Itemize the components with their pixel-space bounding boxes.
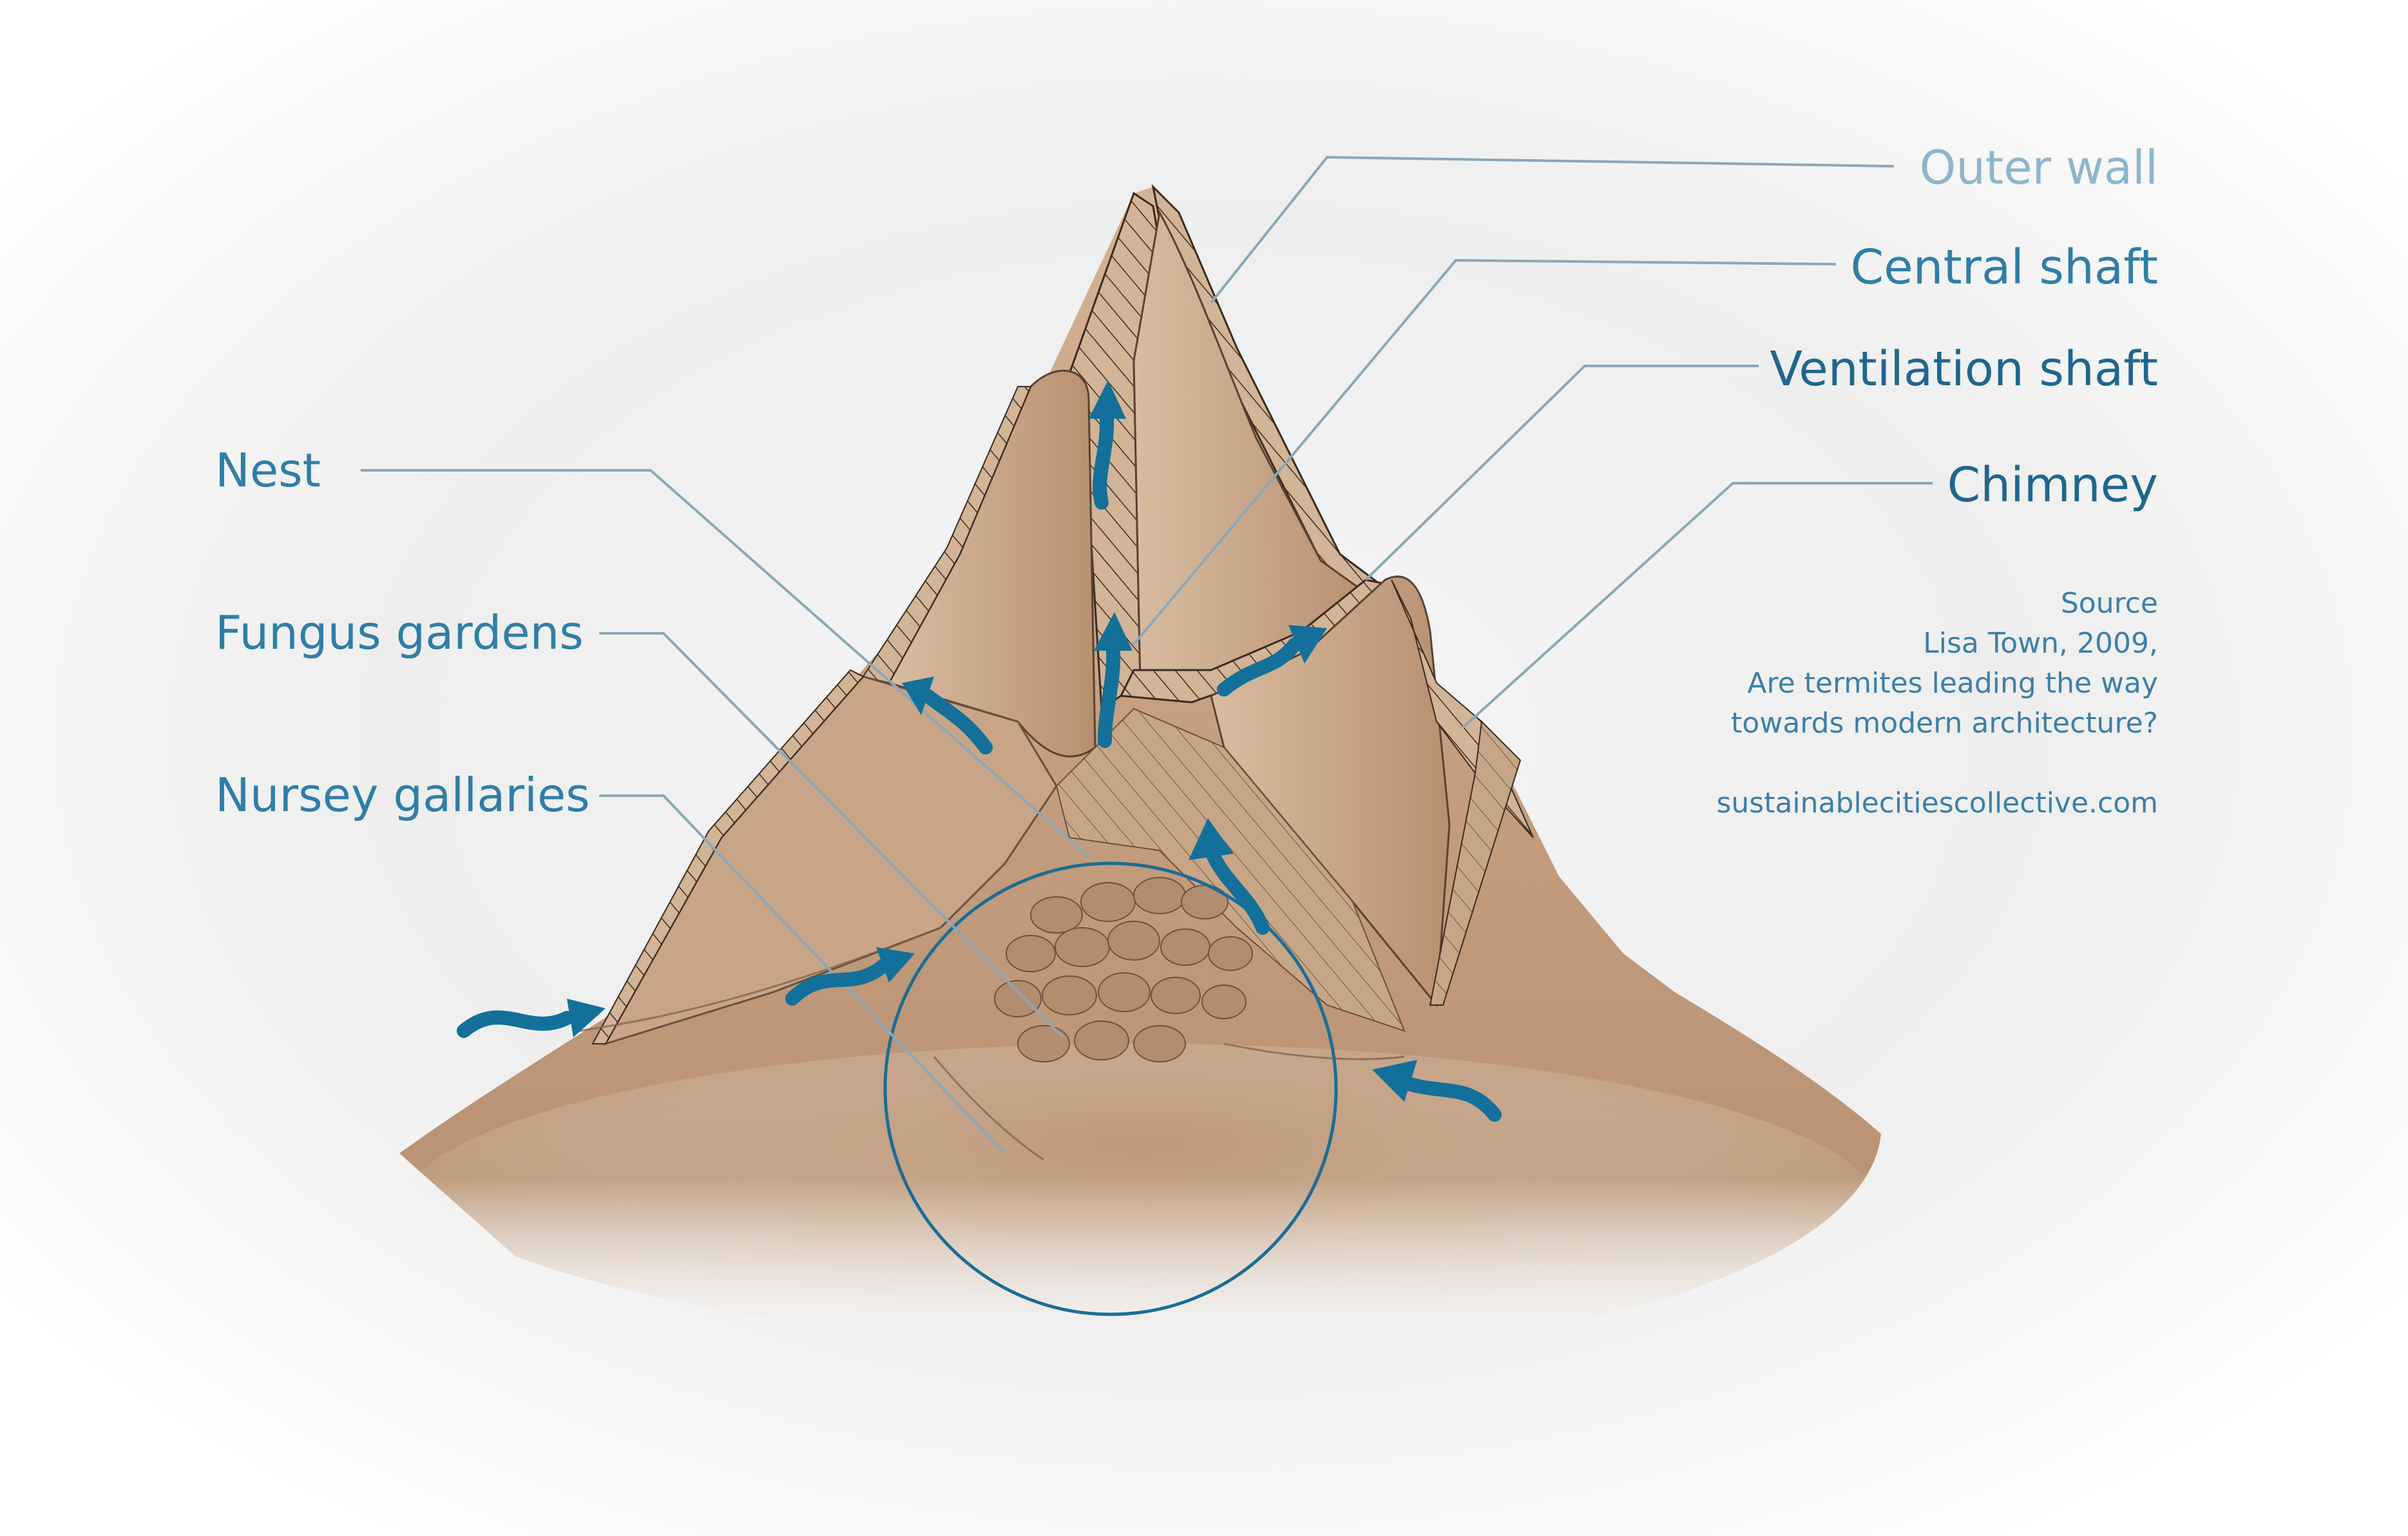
source-heading: Source bbox=[2060, 587, 2158, 620]
curved-arrow-icon bbox=[902, 677, 993, 754]
leader-central-shaft bbox=[1132, 258, 1837, 646]
nest-hatch bbox=[1055, 707, 1406, 1032]
airflow-arrows bbox=[457, 380, 1502, 1122]
label-central-shaft: Central shaft bbox=[1850, 240, 2158, 295]
label-fungus-gardens: Fungus gardens bbox=[215, 606, 584, 660]
label-outer-wall: Outer wall bbox=[1919, 140, 2158, 195]
fungus-garden-cells bbox=[994, 877, 1253, 1062]
source-title-line-2: towards modern architecture? bbox=[1731, 707, 2158, 740]
leader-ventilation-shaft bbox=[1364, 365, 1759, 581]
gallery-outlines bbox=[579, 926, 1405, 1161]
leader-chimney bbox=[1461, 482, 1933, 729]
curved-arrow-icon bbox=[1372, 1060, 1502, 1122]
nursery-highlight-circle bbox=[883, 861, 1338, 1316]
label-nursery-galleries: Nursey gallaries bbox=[215, 768, 590, 822]
mound-base-fade bbox=[399, 1044, 1881, 1379]
curved-arrow-icon bbox=[785, 947, 915, 1006]
curved-arrow-icon bbox=[1094, 612, 1132, 748]
curved-arrow-icon bbox=[457, 999, 606, 1038]
left-edge-hatch bbox=[591, 669, 865, 1044]
label-ventilation-shaft: Ventilation shaft bbox=[1770, 341, 2158, 397]
right-outer-hatch bbox=[1429, 720, 1522, 1006]
source-title-line-1: Are termites leading the way bbox=[1747, 667, 2158, 700]
leader-lines bbox=[361, 155, 1933, 1155]
leader-nursery-galleries bbox=[599, 794, 1006, 1155]
curved-arrow-icon bbox=[1089, 380, 1126, 510]
curved-arrow-icon bbox=[1189, 818, 1270, 935]
label-nest: Nest bbox=[215, 443, 321, 497]
leader-outer-wall bbox=[1210, 155, 1895, 304]
label-chimney: Chimney bbox=[1947, 457, 2158, 513]
source-citation: Source Lisa Town, 2009, Are termites lea… bbox=[1716, 584, 2158, 823]
leader-fungus-gardens bbox=[599, 632, 1064, 1039]
source-website: sustainablecitiescollective.com bbox=[1716, 787, 2158, 820]
leader-nest bbox=[361, 469, 1090, 858]
curved-arrow-icon bbox=[1217, 625, 1327, 696]
source-author-year: Lisa Town, 2009, bbox=[1923, 627, 2158, 660]
